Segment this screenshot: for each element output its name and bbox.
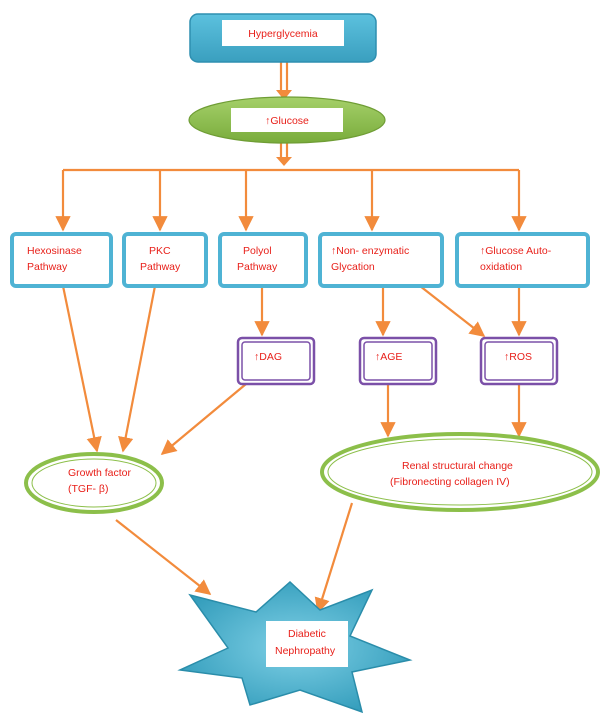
label-pkc-2: Pathway	[140, 261, 181, 273]
label-autooxidation-1: ↑Glucose Auto-	[480, 245, 552, 257]
node-age: ↑AGE	[358, 336, 438, 386]
label-polyol-2: Pathway	[237, 261, 278, 273]
node-hyperglycemia: Hyperglycemia	[189, 13, 377, 63]
label-hexosinase-1: Hexosinase	[27, 245, 82, 257]
node-renal: Renal structural change (Fibronecting co…	[320, 432, 600, 512]
node-hexosinase: Hexosinase Pathway	[10, 232, 113, 288]
node-glucose: ↑Glucose	[188, 96, 386, 144]
node-dag: ↑DAG	[236, 336, 316, 386]
label-nephropathy-1: Diabetic	[288, 628, 326, 640]
node-pkc: PKC Pathway	[122, 232, 208, 288]
label-growth-factor-2: (TGF- β)	[68, 483, 108, 495]
node-autooxidation: ↑Glucose Auto- oxidation	[455, 232, 590, 288]
node-nonenzymatic: ↑Non- enzymatic Glycation	[318, 232, 444, 288]
label-pkc-1: PKC	[149, 245, 171, 257]
label-hexosinase-2: Pathway	[27, 261, 68, 273]
node-polyol: Polyol Pathway	[218, 232, 308, 288]
label-glucose: ↑Glucose	[265, 115, 309, 127]
label-age: ↑AGE	[375, 351, 402, 363]
label-nephropathy-2: Nephropathy	[275, 645, 336, 657]
node-ros: ↑ROS	[479, 336, 559, 386]
label-ros: ↑ROS	[504, 351, 532, 363]
label-nonenzymatic-2: Glycation	[331, 261, 375, 273]
node-nephropathy: Diabetic Nephropathy	[177, 580, 413, 714]
label-autooxidation-2: oxidation	[480, 261, 522, 273]
label-renal-2: (Fibronecting collagen IV)	[390, 476, 510, 488]
label-dag: ↑DAG	[254, 351, 282, 363]
label-growth-factor-1: Growth factor	[68, 467, 132, 479]
label-renal-1: Renal structural change	[402, 460, 513, 472]
connectors	[55, 60, 527, 614]
label-hyperglycemia: Hyperglycemia	[248, 28, 318, 40]
label-nonenzymatic-1: ↑Non- enzymatic	[331, 245, 409, 257]
label-polyol-1: Polyol	[243, 245, 272, 257]
node-growth-factor: Growth factor (TGF- β)	[24, 452, 164, 514]
